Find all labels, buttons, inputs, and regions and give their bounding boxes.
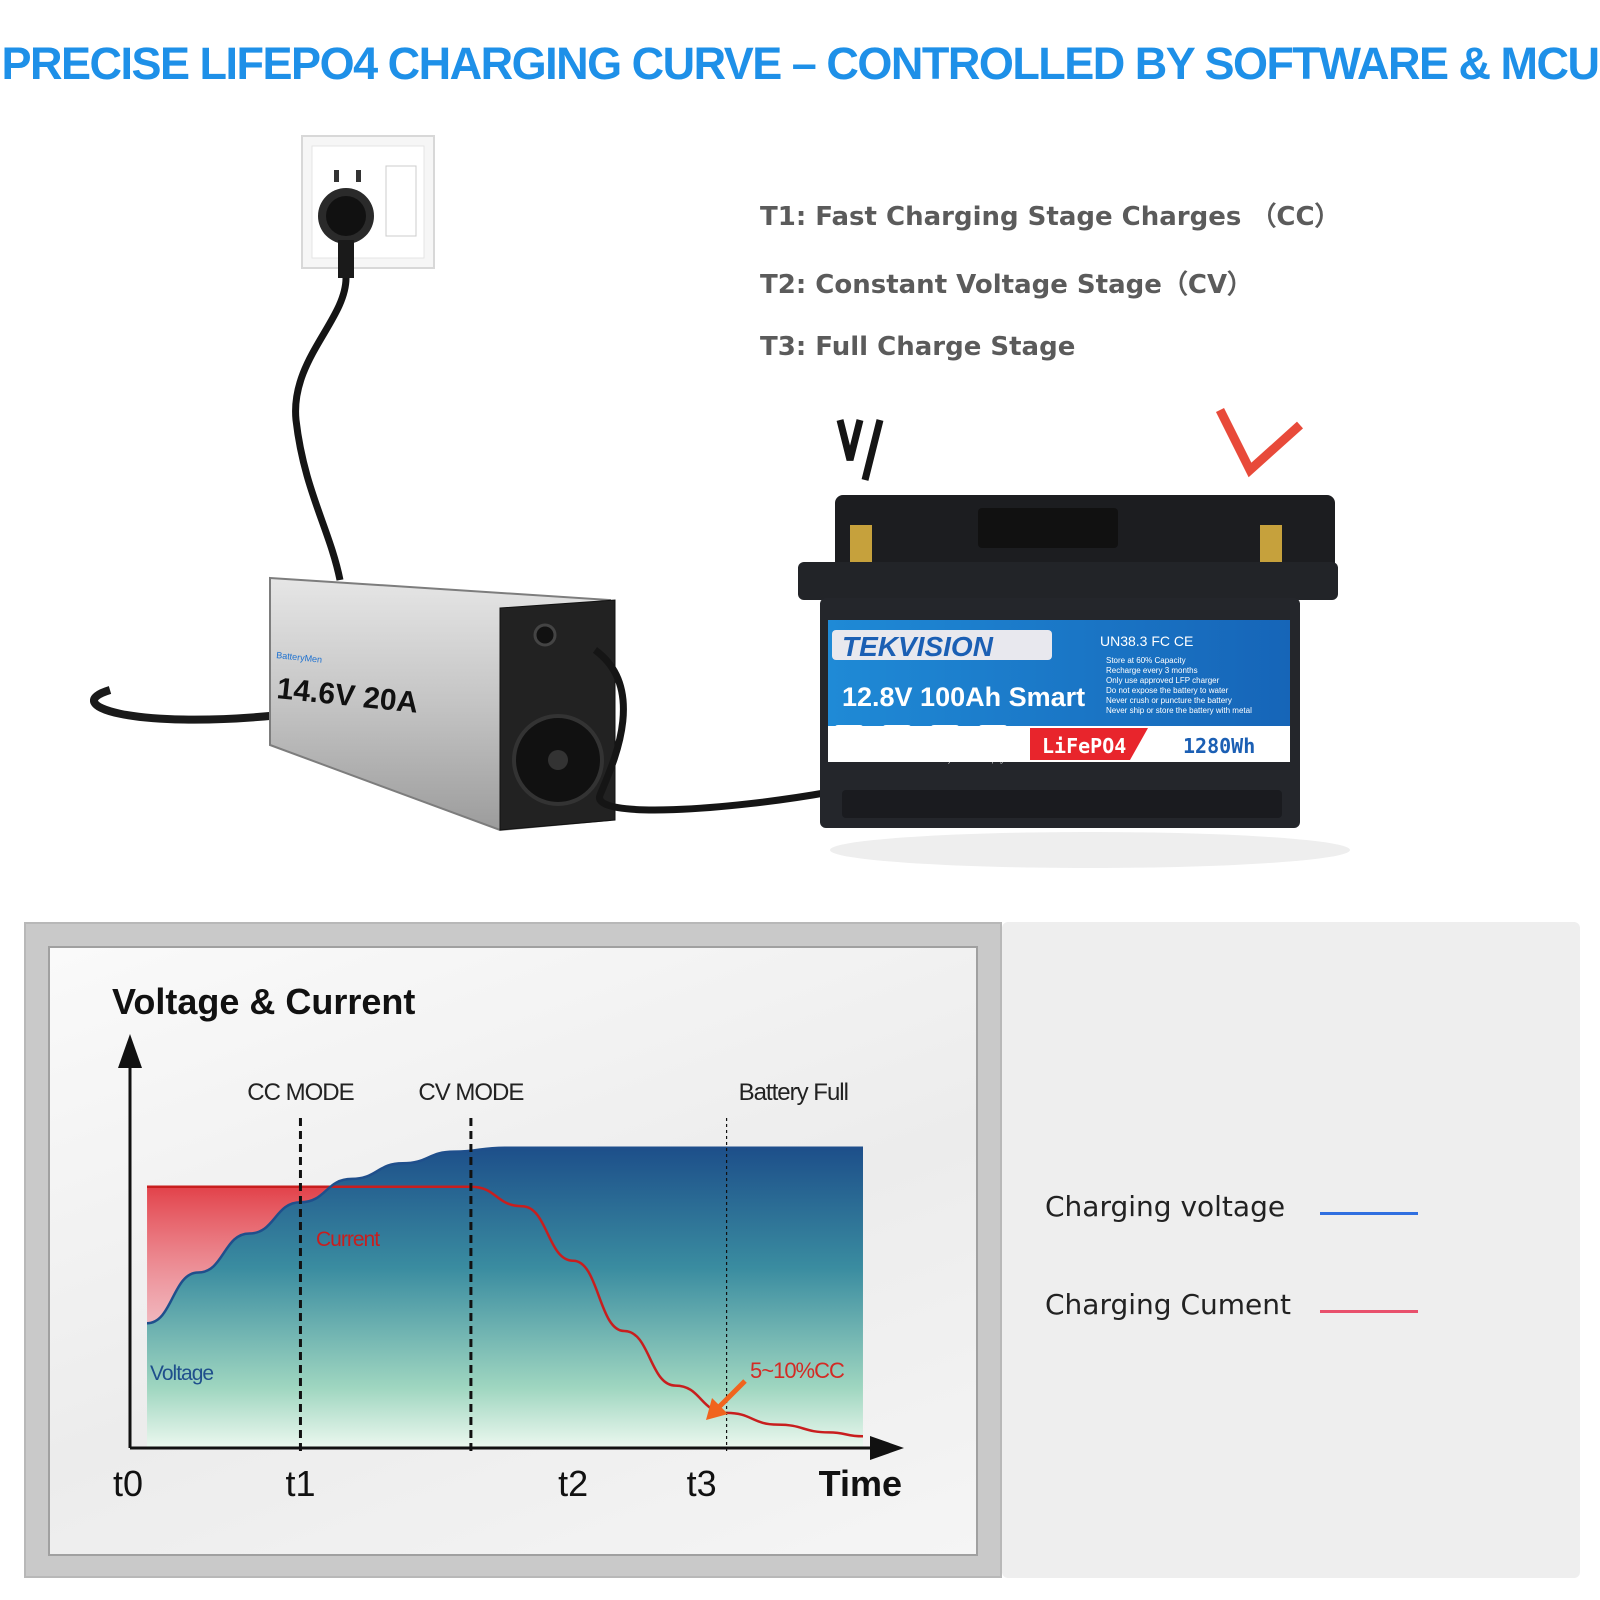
battery-model: 12.8V 100Ah Smart	[842, 682, 1085, 712]
battery-note: Only use approved LFP charger	[1106, 676, 1220, 685]
battery-icon-label: Camping	[979, 758, 1003, 764]
shadow	[830, 832, 1350, 868]
battery-note: Recharge every 3 months	[1106, 666, 1198, 675]
x-tick-label: t2	[558, 1463, 588, 1504]
stage-t1: T1: Fast Charging Stage Charges （CC）	[760, 202, 1341, 232]
x-axis-arrow	[870, 1436, 904, 1460]
battery-note: Never crush or puncture the battery	[1106, 696, 1232, 705]
battery-note: Store at 60% Capacity	[1106, 656, 1186, 665]
legend-voltage-line	[1320, 1212, 1418, 1215]
legend-voltage-label: Charging voltage	[1045, 1190, 1286, 1223]
battery-note: Never ship or store the battery with met…	[1106, 706, 1252, 715]
x-axis-label: Time	[819, 1463, 902, 1504]
headline: PRECISE LIFEPO4 CHARGING CURVE – CONTROL…	[1, 38, 1600, 89]
chart-panel: CC MODE CV MODE Battery Full t0 t1 t2 t3 Voltag…	[48, 946, 978, 1556]
mode-label: CC MODE	[247, 1079, 353, 1106]
battery-icon-label: Rv	[840, 758, 847, 764]
battery-chem: LiFePO4	[1042, 734, 1126, 758]
mode-label: CV MODE	[418, 1079, 523, 1106]
x-tick-label: t3	[687, 1463, 717, 1504]
wall-socket-icon	[301, 135, 435, 278]
charging-chart: CC MODE CV MODE Battery Full t0 t1 t2 t3 Voltag…	[112, 981, 904, 1504]
battery-icon-label: Ferry	[937, 758, 951, 764]
x-tick-label: t1	[285, 1463, 315, 1504]
annotation-arrow	[716, 1379, 747, 1410]
legend-current-line	[1320, 1310, 1418, 1313]
series-label-voltage: Voltage	[150, 1362, 213, 1385]
legend-current-label: Charging Cument	[1045, 1288, 1291, 1321]
x-tick-label: t0	[113, 1463, 143, 1504]
annotation-label: 5~10%CC	[750, 1358, 845, 1383]
battery-icon: TEKVISION 12.8V 100Ah Smart UN38.3 FC CE…	[798, 407, 1338, 828]
mode-label: Battery Full	[739, 1079, 848, 1106]
chart-title: Voltage & Current	[112, 981, 415, 1022]
charger-icon: 14.6V 20A BatteryMen	[90, 576, 831, 832]
stage-list: T1: Fast Charging Stage Charges （CC） T2:…	[760, 196, 1341, 400]
stage-t2: T2: Constant Voltage Stage（CV）	[760, 270, 1254, 300]
battery-brand: TEKVISION	[842, 631, 994, 662]
stage-t3: T3: Full Charge Stage	[760, 332, 1076, 362]
power-cord	[292, 277, 350, 581]
battery-note: Do not expose the battery to water	[1106, 686, 1229, 695]
battery-energy: 1280Wh	[1183, 734, 1255, 758]
voltage-area	[147, 1147, 863, 1448]
legend-panel	[1002, 922, 1580, 1578]
chart-frame: CC MODE CV MODE Battery Full t0 t1 t2 t3 Voltag…	[24, 922, 1002, 1578]
battery-cert: UN38.3 FC CE	[1100, 633, 1193, 649]
battery-icon-label: Solar Power	[882, 758, 915, 764]
product-illustration: 14.6V 20A BatteryMen TEKVISION 12.8V 100…	[90, 135, 1350, 868]
voltage-line	[146, 1146, 863, 1325]
charger-brand: BatteryMen	[276, 650, 323, 665]
battery-use-icons: Rv Solar Power Ferry Camping	[834, 725, 1008, 764]
y-axis-arrow	[118, 1034, 142, 1068]
series-label-current: Current	[316, 1228, 380, 1251]
annotation-arrowhead	[706, 1398, 728, 1420]
